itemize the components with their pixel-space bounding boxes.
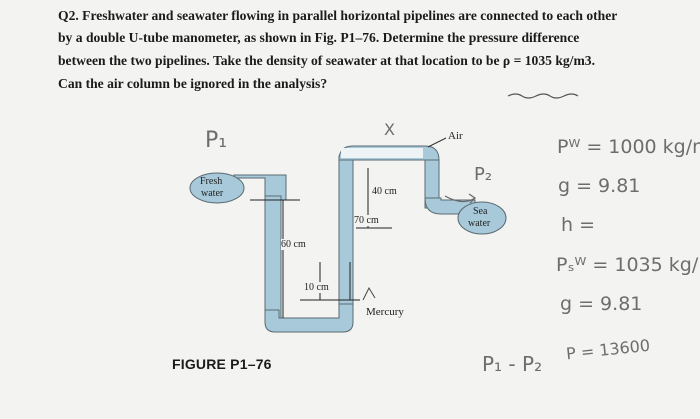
handwritten-p2: P₂ [474,164,493,185]
handwritten-p1: P₁ [205,128,228,153]
handwritten-x: X [384,120,395,139]
question-line-1: Q2. Freshwater and seawater flowing in p… [58,8,618,23]
figure-caption: FIGURE P1–76 [172,356,272,372]
label-air: Air [448,130,463,142]
manometer-tube [198,145,476,333]
handwritten-rho-sw: Pₛᵂ = 1035 kg/ [556,254,699,276]
handwritten-g1: g = 9.81 [558,175,641,197]
fresh-water-pipe [189,172,245,204]
handwritten-rho-w: Pᵂ = 1000 kg/m [557,136,700,158]
density-underline [507,93,579,99]
label-sea-water: water [468,218,491,229]
label-mercury: Mercury [366,306,404,318]
handwritten-g2: g = 9.81 [560,293,643,315]
air-leader-line [427,137,447,148]
question-line-4: Can the air column be ignored in the ana… [58,76,328,91]
label-10cm: 10 cm [304,282,329,293]
label-fresh-water: water [201,188,224,199]
handwritten-p1-minus-p2: P₁ - P₂ [482,352,543,376]
arrow-to-sea-icon [444,193,477,204]
air-region [341,148,423,158]
label-40cm: 40 cm [372,186,397,197]
handwritten-h: h = [561,214,596,236]
question-line-2: by a double U-tube manometer, as shown i… [58,30,580,45]
label-sea: Sea [473,206,488,217]
arrow-to-mercury-icon [362,286,376,301]
question-line-3: between the two pipelines. Take the dens… [58,53,595,68]
sea-water-pipe [457,201,507,235]
label-fresh: Fresh [200,176,223,187]
label-60cm: 60 cm [281,239,306,250]
label-70cm: 70 cm [354,215,379,226]
